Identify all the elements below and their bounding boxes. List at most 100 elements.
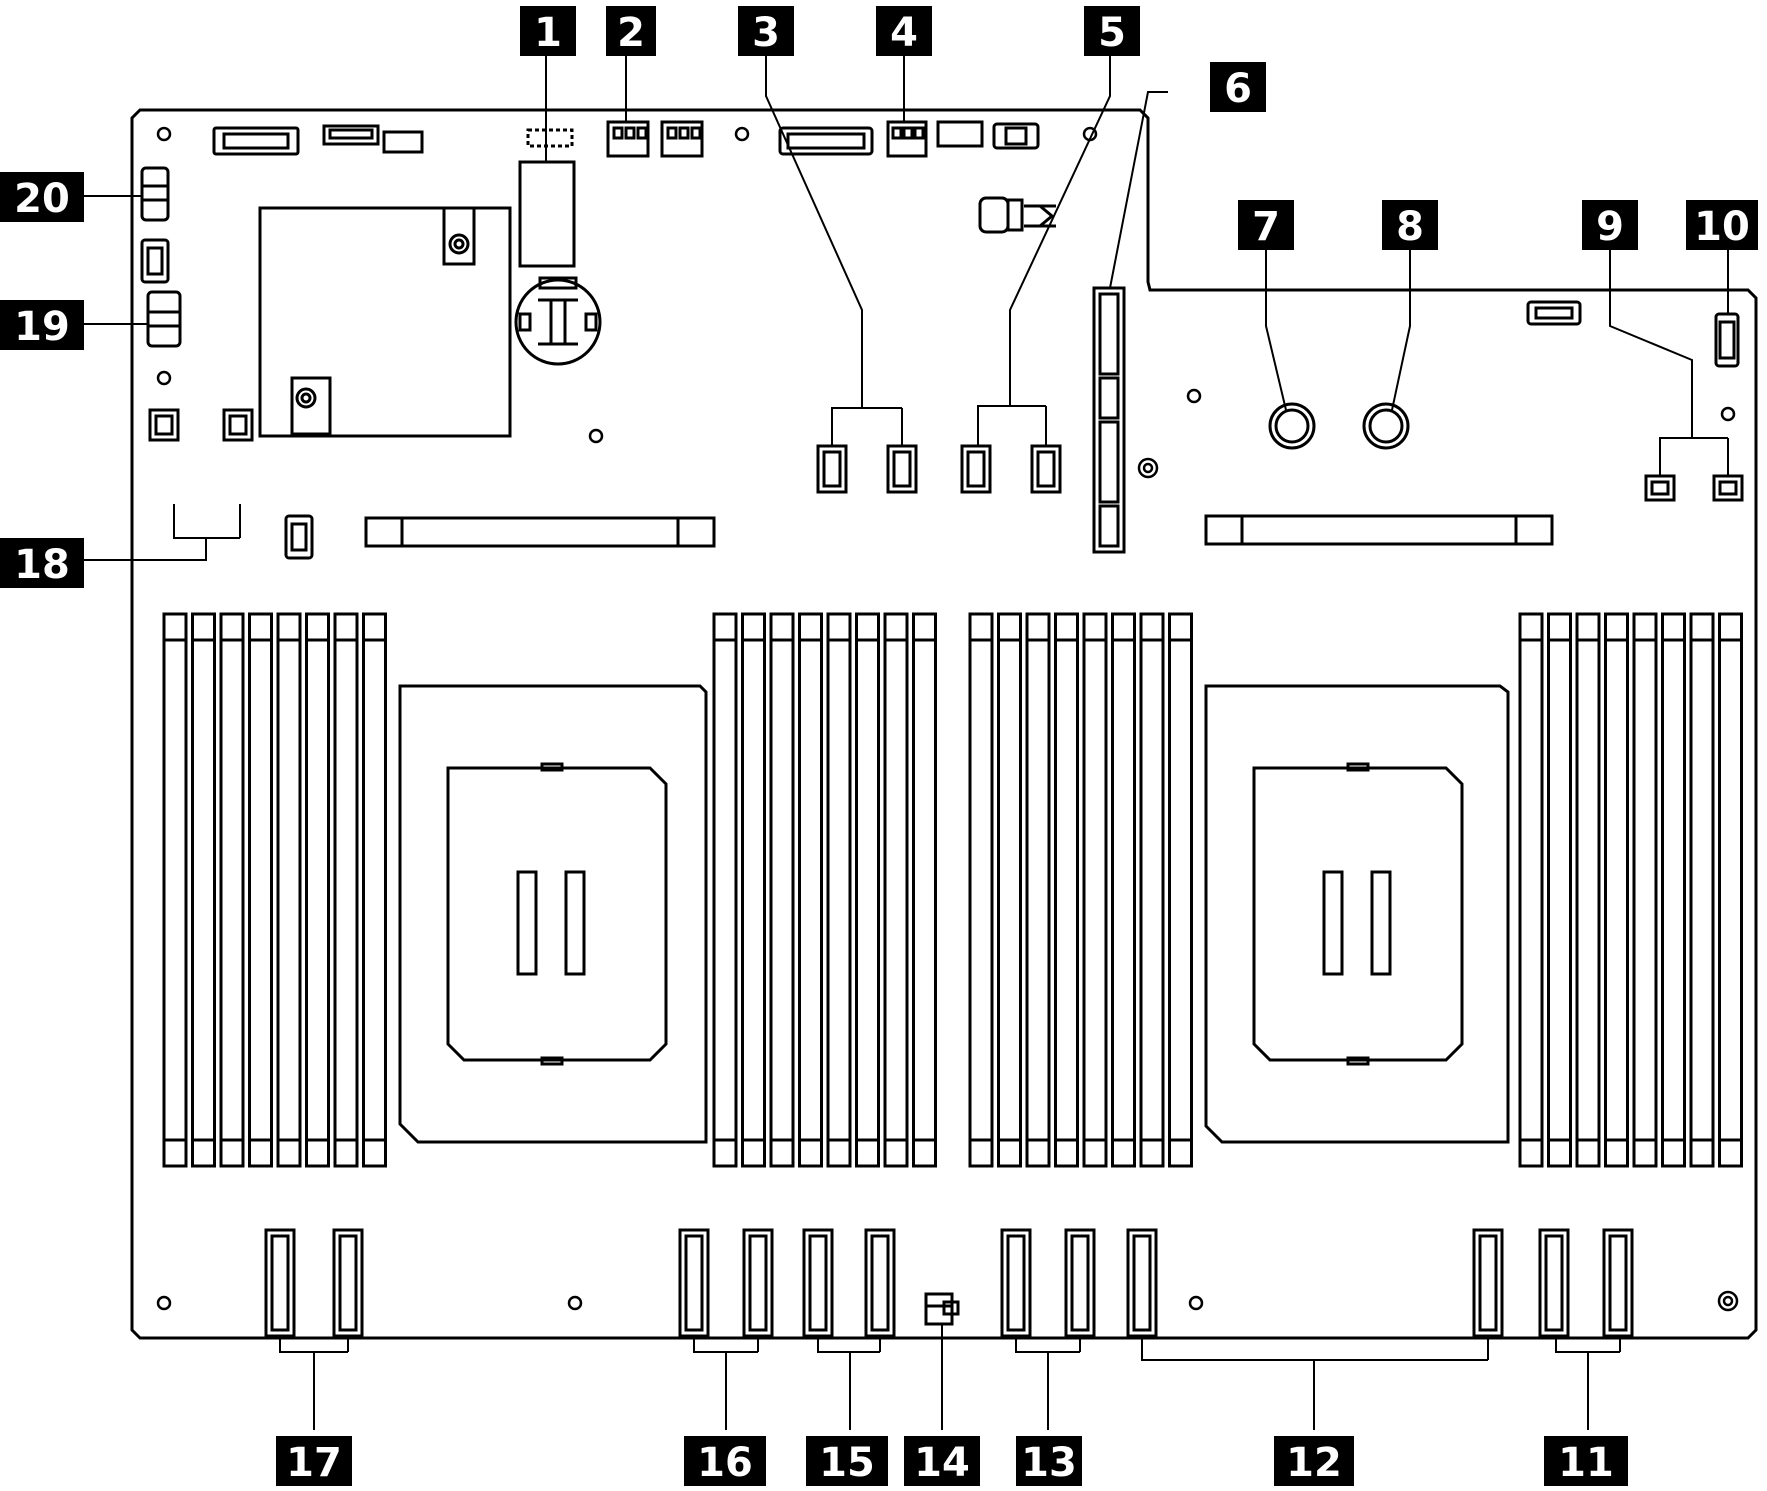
mcio-connector [816,444,848,494]
dimm-slot [305,612,330,1168]
mcio-connector [1126,1228,1158,1338]
dimm-slot [1547,612,1572,1168]
intrusion-switch [978,196,1056,234]
leader-lines [84,56,1729,1430]
dimm-slot [219,612,245,1168]
dimm-slot [1604,612,1629,1168]
dimm-slot [1111,612,1136,1168]
mcio-connector [886,444,918,494]
dimm-slot [1168,612,1193,1168]
callout-label: 11 [1558,1440,1614,1486]
dimm-slot [798,612,823,1168]
dimm-slot [1139,612,1165,1168]
mcio-connector [222,408,254,442]
dimm-slots [162,612,1743,1168]
callout-label: 13 [1021,1440,1077,1486]
small-connector-left [284,514,314,560]
callout-label: 6 [1224,66,1252,112]
connector-10 [1526,300,1740,368]
dimm-slot [333,612,359,1168]
dimm-slot [712,612,738,1168]
processor-socket-1 [398,684,708,1144]
callout-label: 18 [14,542,70,588]
callout-9: 9 [1582,200,1638,250]
mcio-connector [148,408,180,442]
dimm-slot [912,612,937,1168]
callout-19: 19 [0,300,84,350]
callout-3: 3 [738,6,794,56]
dimm-slot [1661,612,1686,1168]
callout-label: 2 [617,10,645,56]
dimm-slot [883,612,909,1168]
mcio-connectors [148,408,1744,1338]
mcio-connector [678,1228,710,1338]
callout-4: 4 [876,6,932,56]
dimm-slot [1054,612,1079,1168]
controller-block [258,206,512,438]
callout-label: 7 [1252,204,1280,250]
callout-7: 7 [1238,200,1294,250]
callout-label: 5 [1098,10,1126,56]
top-edge-connectors [212,120,1040,158]
callout-label: 20 [14,176,70,222]
dimm-slot [826,612,852,1168]
callout-label: 17 [286,1440,342,1486]
mcio-connector [1000,1228,1032,1338]
callout-8: 8 [1382,200,1438,250]
board-outline [130,108,1758,1340]
horizontal-slot-right [1204,514,1554,546]
dimm-slot [1632,612,1658,1168]
dimm-slot [162,612,188,1168]
mcio-connector [1030,444,1062,494]
callout-6: 6 [1210,62,1266,112]
mcio-connector [1472,1228,1504,1338]
callout-label: 9 [1596,204,1624,250]
cmos-battery [514,276,602,366]
callout-1: 1 [520,6,576,56]
callout-10: 10 [1686,200,1758,250]
callout-label: 8 [1396,204,1424,250]
processor-socket-2 [1204,684,1510,1144]
mcio-connector [332,1228,364,1338]
dimm-slot [1518,612,1544,1168]
dimm-slot [769,612,795,1168]
mounting-holes [156,126,1739,1312]
dimm-slot [191,612,216,1168]
dimm-slot [1575,612,1601,1168]
callout-label: 15 [819,1440,875,1486]
dimm-slot [362,612,387,1168]
callout-13: 13 [1016,1436,1082,1486]
power-connector-4 [886,120,928,158]
callout-17: 17 [276,1436,352,1486]
callout-15: 15 [806,1436,888,1486]
dimm-slot [1082,612,1108,1168]
power-connector-2 [606,120,650,158]
callout-11: 11 [1544,1436,1628,1486]
mcio-connector [1538,1228,1570,1338]
callout-20: 20 [0,172,84,222]
callout-label: 16 [697,1440,753,1486]
component-14-jumper [924,1292,960,1326]
dimm-slot [741,612,766,1168]
callout-14: 14 [904,1436,980,1486]
callout-label: 14 [914,1440,970,1486]
mcio-connector [1712,474,1744,502]
dimm-slot [248,612,273,1168]
horizontal-slot-left [364,516,716,548]
callout-16: 16 [684,1436,766,1486]
dimm-slot [855,612,880,1168]
mcio-connector [802,1228,834,1338]
mcio-connector [864,1228,896,1338]
callout-label: 1 [534,10,562,56]
dimm-slot [276,612,302,1168]
mcio-connector [1602,1228,1634,1338]
mcio-connector [1064,1228,1096,1338]
callout-label: 12 [1286,1440,1342,1486]
mcio-connector [264,1228,296,1338]
component-1-module [518,160,576,268]
mcio-connector [1644,474,1676,502]
callout-label: 10 [1694,204,1750,250]
riser-slot-6 [1092,286,1126,554]
